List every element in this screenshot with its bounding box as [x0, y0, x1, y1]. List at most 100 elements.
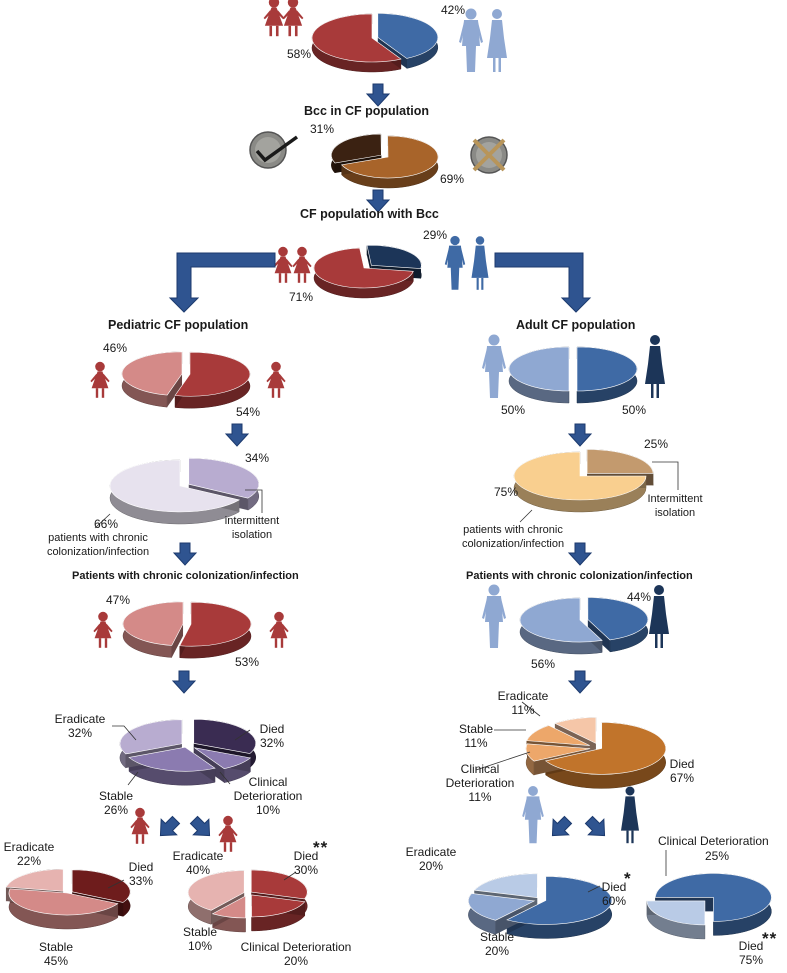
- ped-out-eradicate-slice: [119, 719, 183, 755]
- adult-man-icon: [482, 334, 506, 398]
- cf-bcc-adults-value: 29%: [423, 228, 448, 242]
- adult-man-icon: [444, 235, 466, 290]
- cf-bcc-pie: [313, 244, 422, 299]
- cf-bcc-children-value: 71%: [289, 290, 314, 304]
- title-adult-chronic: Patients with chronic colonization/infec…: [466, 570, 693, 582]
- adult-col-chronic-leader: [519, 509, 533, 523]
- adult-woman-clinical-value: 25%: [705, 849, 730, 863]
- ped-boy-clinical-slice: [251, 894, 306, 918]
- coin-check-icon: [249, 131, 299, 169]
- adult-woman-clinical: Clinical Deterioration: [658, 834, 769, 848]
- child-girl-icon: [282, 0, 304, 37]
- adult-out-pie: [525, 717, 666, 789]
- adult-woman-icon: [645, 335, 665, 398]
- bcc-positive-slice: [331, 133, 382, 164]
- ped-sex-boys-value: 46%: [103, 341, 128, 355]
- child-girl-icon: [273, 246, 293, 283]
- coin-cross-icon: [470, 136, 508, 174]
- top-pie-children-slice: [311, 13, 402, 63]
- bcc-pie: [331, 133, 439, 189]
- ped-out-eradicate-leader: [112, 725, 137, 741]
- ped-out-stable-slice: [128, 746, 216, 772]
- adult-sex-men-slice: [508, 346, 570, 392]
- ped-chr-girls-slice: [179, 601, 252, 647]
- down-arrow-icon: [171, 670, 197, 694]
- ped-out-died-slice: [193, 719, 257, 754]
- diag-arrow-right-shape: [584, 815, 606, 837]
- adult-man-stable-slice: [468, 893, 536, 921]
- adult-man-icon: [459, 8, 483, 72]
- adult-woman-clinical-slice: [646, 900, 706, 926]
- down-arrow-icon: [365, 83, 391, 107]
- branch-arrow-left: [168, 252, 276, 313]
- ped-out-stable-leader: [127, 771, 139, 786]
- adult-chr-pie: [519, 597, 649, 655]
- down-arrow-icon: [567, 423, 593, 447]
- top-pie: [311, 13, 439, 73]
- child-girl-icon: [218, 815, 238, 852]
- ped-col-intermittent-slice: [188, 457, 260, 499]
- adult-woman-icon: [621, 786, 639, 844]
- ped-col-chronic-value: 66%: [94, 517, 119, 531]
- adult-out-died-slice: [544, 722, 666, 775]
- bcc-negative-slice: [341, 135, 439, 179]
- adult-man-icon: [522, 786, 544, 844]
- bcc-pie-negative-value: 69%: [440, 172, 465, 186]
- ped-chr-boys-slice: [122, 601, 184, 646]
- ped-girl-pie: [5, 868, 131, 930]
- coin-check-mark: [255, 135, 299, 163]
- ped-chr-pie-wall: [171, 623, 184, 658]
- ped-out-clinical-slice: [194, 747, 252, 770]
- ped-chr-pie: [122, 601, 252, 659]
- ped-col-pie: [109, 457, 260, 525]
- diag-arrow-left: [551, 815, 573, 837]
- child-girl-icon: [93, 611, 113, 648]
- diag-arrow-left-shape: [551, 815, 573, 837]
- ped-boy-eradicate-slice: [187, 870, 245, 911]
- ped-sex-pie-wall: [167, 373, 183, 408]
- adult-man-icon: [482, 584, 506, 648]
- ped-sex-girls-value: 54%: [236, 405, 261, 419]
- diag-arrow-right-shape: [189, 815, 211, 837]
- down-arrow-icon: [172, 542, 198, 566]
- adult-man-significance-mark: *: [624, 869, 632, 888]
- adult-chr-women-slice: [587, 597, 649, 641]
- diag-arrow-right: [584, 815, 606, 837]
- top-pie-children-value: 58%: [287, 47, 312, 61]
- ped-col-chronic-slice: [109, 459, 240, 513]
- adult-man-pie: [468, 873, 613, 939]
- adult-chr-men-slice: [519, 597, 603, 643]
- diag-arrow-left: [159, 815, 181, 837]
- top-pie-adults-value: 42%: [441, 3, 466, 17]
- title-pediatric-chronic: Patients with chronic colonization/infec…: [72, 570, 299, 582]
- ped-sex-pie: [121, 351, 251, 409]
- adult-col-pie: [513, 449, 654, 513]
- diag-arrow-right: [189, 815, 211, 837]
- child-girl-icon: [269, 611, 289, 648]
- child-girl-icon: [90, 361, 110, 398]
- ped-girl-eradicate-slice: [5, 868, 64, 892]
- ped-col-leader: [245, 489, 263, 513]
- adult-man-died-leader: [587, 885, 601, 893]
- adult-woman-significance-mark: **: [762, 929, 778, 948]
- adult-man-died-slice: [506, 876, 613, 925]
- ped-girl-died-leader: [107, 879, 125, 889]
- adult-col-chronic-value: 75%: [494, 485, 519, 499]
- ped-out-clinical-leader: [219, 771, 231, 785]
- adult-woman-icon: [487, 9, 507, 72]
- cf-bcc-children-slice: [313, 247, 414, 289]
